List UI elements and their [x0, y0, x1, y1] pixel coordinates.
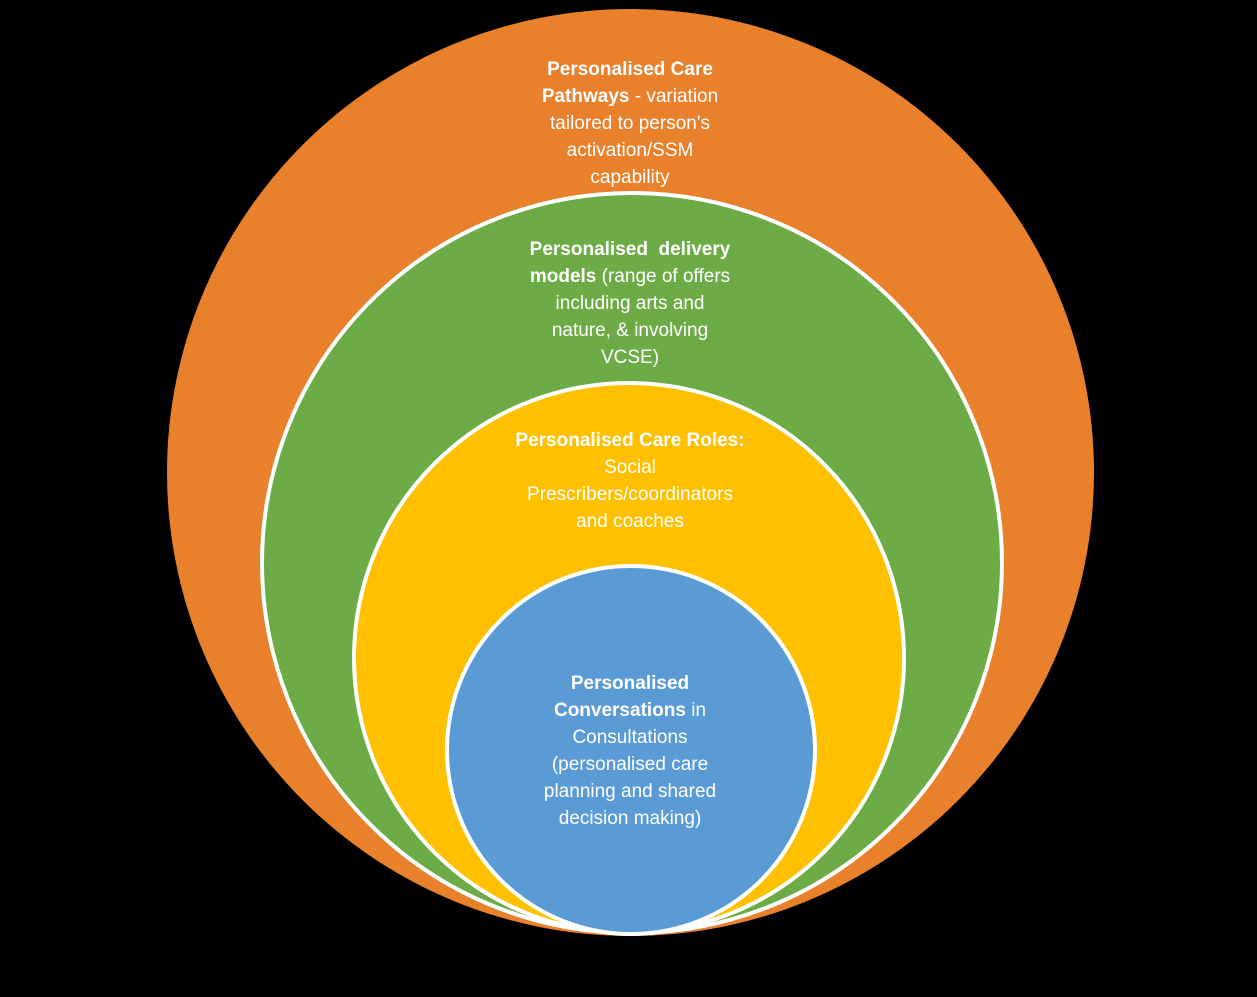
label-line: Social — [604, 457, 656, 478]
label-line: Personalised delivery — [529, 239, 731, 260]
label-line: decision making) — [558, 808, 702, 829]
label-line: including arts and — [555, 293, 705, 314]
label-line: Prescribers/coordinators — [527, 484, 733, 505]
circle-personalised-conversations — [445, 564, 817, 936]
label-line: VCSE) — [600, 347, 660, 368]
label-line: models (range of offers — [529, 266, 731, 287]
label-line: capability — [590, 167, 670, 188]
label-line: Conversations in — [553, 700, 707, 721]
label-line: Consultations — [572, 727, 688, 748]
label-personalised-conversations: Personalised Conversations in Consultati… — [405, 670, 855, 832]
label-line: (personalised care — [551, 754, 709, 775]
label-line: Personalised Care Roles: — [515, 430, 745, 451]
label-line: Personalised — [570, 673, 690, 694]
label-personalised-care-roles: Personalised Care Roles: Social Prescrib… — [405, 427, 855, 535]
label-line: activation/SSM — [566, 140, 694, 161]
label-line: planning and shared — [543, 781, 717, 802]
label-line: tailored to person's — [550, 113, 710, 134]
label-personalised-care-pathways: Personalised Care Pathways - variation t… — [405, 56, 855, 191]
label-line: and coaches — [576, 511, 684, 532]
label-line: Personalised Care — [547, 59, 713, 80]
label-line: nature, & involving — [551, 320, 709, 341]
label-line: Pathways - variation — [541, 86, 719, 107]
label-personalised-delivery-models: Personalised delivery models (range of o… — [405, 236, 855, 371]
